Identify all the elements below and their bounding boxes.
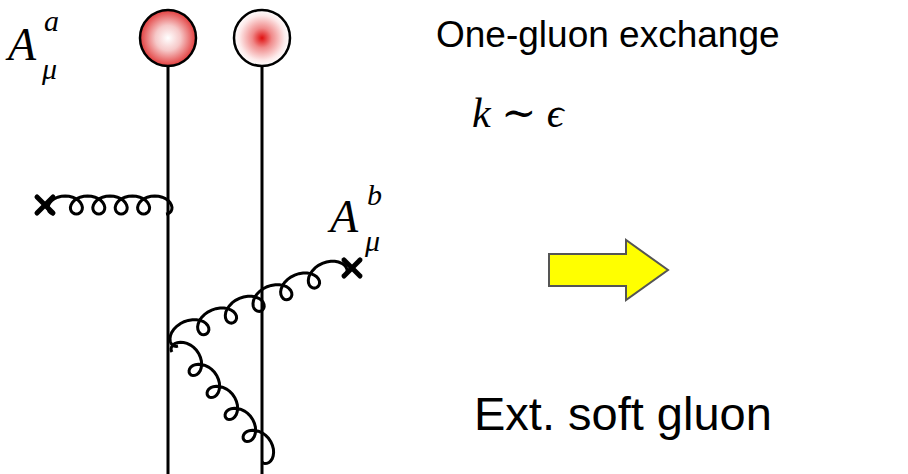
quark-line xyxy=(167,66,170,474)
color-index: b xyxy=(367,180,382,210)
result-text: Ext. soft gluon xyxy=(474,390,772,437)
quark-line xyxy=(261,66,264,474)
external-gluon xyxy=(48,196,172,214)
heading-text: One-gluon exchange xyxy=(436,16,780,53)
quark-blob xyxy=(140,10,196,66)
yellow-arrow xyxy=(549,240,668,300)
quark-blob xyxy=(234,10,290,66)
external-gluon xyxy=(170,261,347,346)
cross-mark xyxy=(37,197,53,213)
color-index: a xyxy=(44,6,59,36)
lorentz-index: μ xyxy=(42,54,57,84)
exchange-gluon xyxy=(171,342,274,463)
field-symbol: A xyxy=(330,194,358,240)
field-symbol: A xyxy=(8,22,36,68)
scale-formula: k ∼ ϵ xyxy=(472,92,564,134)
gluon-lines xyxy=(48,196,347,464)
cross-mark xyxy=(344,260,360,276)
lorentz-index: μ xyxy=(365,226,380,256)
